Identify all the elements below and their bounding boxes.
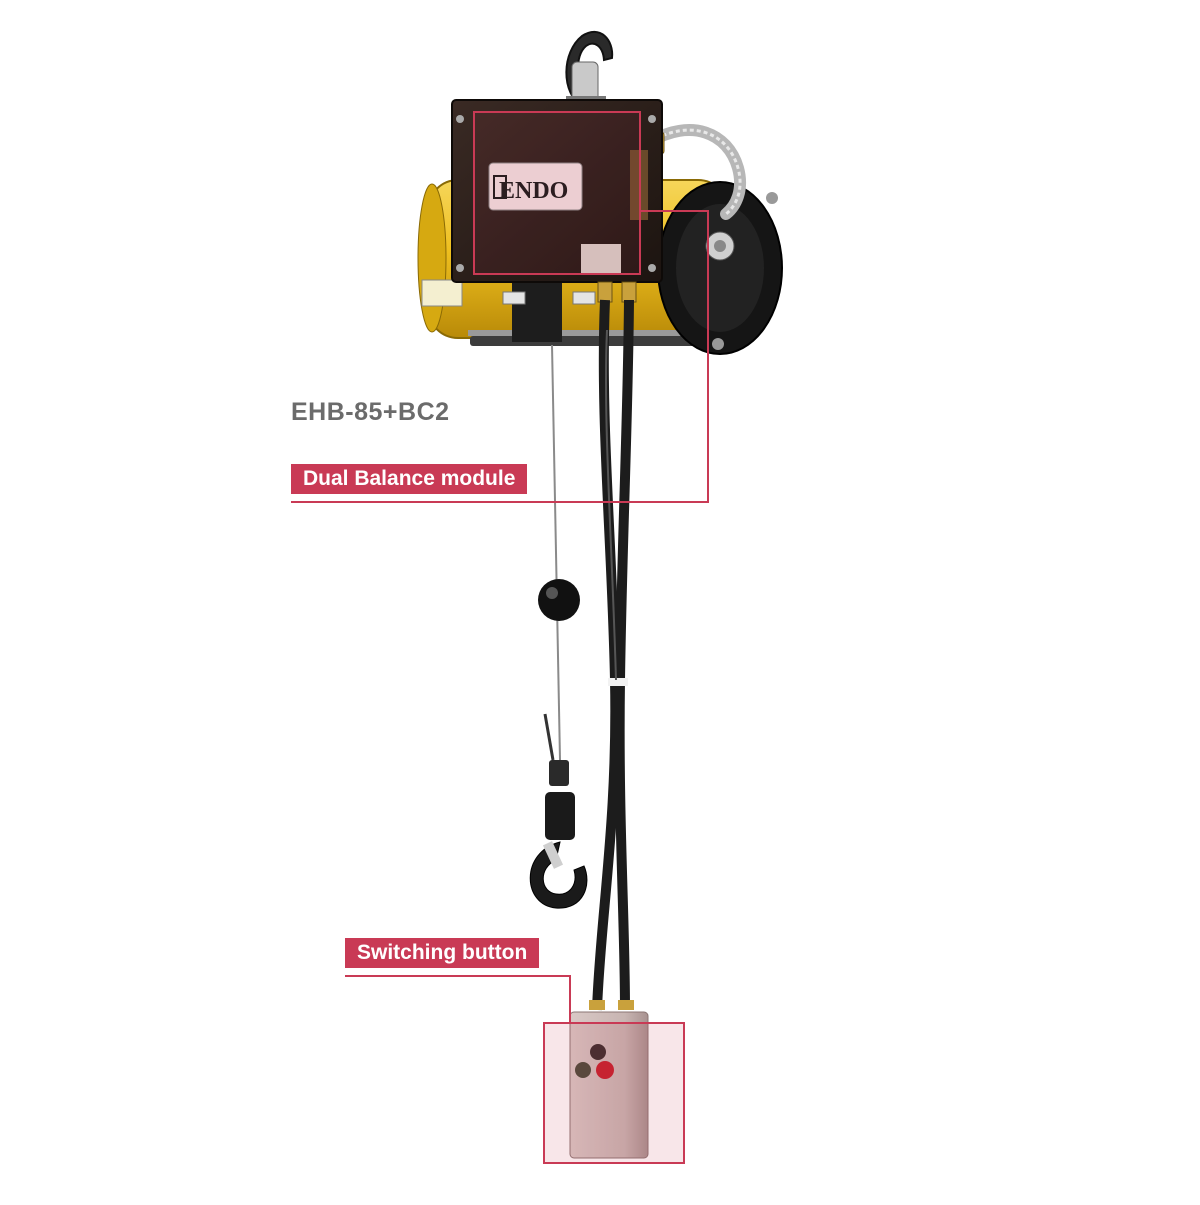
button-green xyxy=(575,1062,591,1078)
switching-button-callout: Switching button xyxy=(345,938,540,968)
spec-sticker xyxy=(581,244,621,274)
model-label: EHB-85+BC2 xyxy=(291,398,450,426)
brand-logo: ENDO xyxy=(499,178,568,204)
end-plate xyxy=(657,181,783,355)
switching-button-highlight xyxy=(543,1022,685,1164)
dual-balance-leader xyxy=(291,210,709,503)
stopper-ball xyxy=(538,579,580,621)
dual-balance-callout: Dual Balance module xyxy=(291,464,528,494)
lower-hook xyxy=(529,841,588,909)
top-hook xyxy=(565,30,614,110)
button-indicator xyxy=(590,1044,606,1060)
wire-rope-assembly xyxy=(529,344,588,909)
dual-balance-highlight xyxy=(473,111,641,275)
switching-button-leader xyxy=(345,975,571,1023)
control-cable-right xyxy=(614,299,634,1011)
brand-plate xyxy=(488,162,583,211)
switch-box xyxy=(569,1000,649,1159)
button-red xyxy=(596,1061,614,1079)
control-box: ENDO xyxy=(451,99,663,283)
